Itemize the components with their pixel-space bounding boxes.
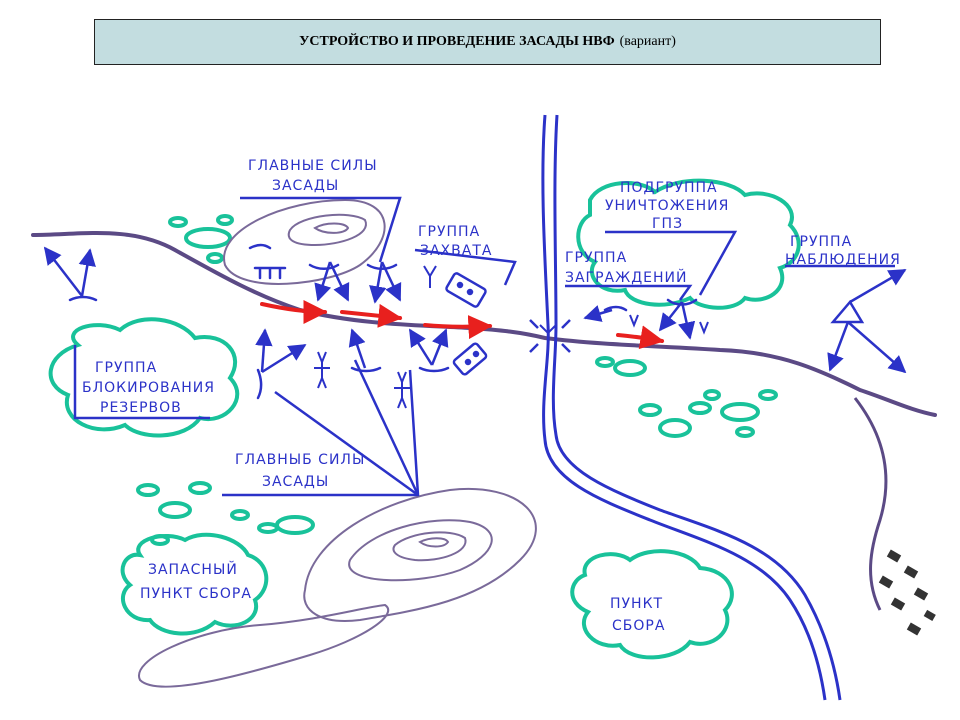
map-labels: ГЛАВНЫЕ СИЛЫ ЗАСАДЫ ГРУППА ЗАХВАТА ПОДГР… xyxy=(82,158,901,634)
village xyxy=(878,549,936,636)
label-rally-2: СБОРА xyxy=(612,618,665,634)
hill-top xyxy=(223,198,386,285)
label-main-forces-bottom-2: ЗАСАДЫ xyxy=(262,474,329,490)
forest-areas xyxy=(48,178,801,660)
label-capture-group-2: ЗАХВАТА xyxy=(420,243,492,259)
label-main-forces-bottom-1: ГЛАВНЫБ СИЛЫ xyxy=(235,452,365,468)
label-reserve-block-1: ГРУППА xyxy=(95,360,157,376)
label-destruction-subgroup-1: ПОДГРУППА xyxy=(620,180,718,196)
hill-bottom xyxy=(303,487,537,622)
label-spare-rally-2: ПУНКТ СБОРА xyxy=(140,586,252,602)
side-track xyxy=(853,397,888,611)
label-observation-group-2: НАБЛЮДЕНИЯ xyxy=(785,252,901,268)
attack-arrows xyxy=(260,299,665,350)
soldiers xyxy=(314,265,709,409)
hills xyxy=(138,198,537,688)
forest-reserve-block xyxy=(48,317,240,438)
forest-destruction xyxy=(576,178,801,310)
label-destruction-subgroup-2: УНИЧТОЖЕНИЯ xyxy=(605,198,729,214)
label-barrier-group-1: ГРУППА xyxy=(565,250,627,266)
road xyxy=(31,231,937,417)
label-main-forces-top-2: ЗАСАДЫ xyxy=(272,178,339,194)
title-tail: (вариант) xyxy=(619,34,676,49)
label-reserve-block-3: РЕЗЕРВОВ xyxy=(100,400,182,416)
label-spare-rally-1: ЗАПАСНЫЙ xyxy=(148,560,238,578)
direction-arrows xyxy=(43,246,907,374)
label-rally-1: ПУНКТ xyxy=(610,596,663,612)
hill-low xyxy=(138,603,389,688)
leader-lines xyxy=(73,196,895,497)
vehicles xyxy=(445,272,488,376)
label-main-forces-top-1: ГЛАВНЫЕ СИЛЫ xyxy=(248,158,378,174)
river xyxy=(541,114,842,701)
label-destruction-subgroup-3: ГПЗ xyxy=(652,216,683,232)
label-reserve-block-2: БЛОКИРОВАНИЯ xyxy=(82,380,215,396)
forest-rally xyxy=(570,549,734,660)
title-bold: УСТРОЙСТВО И ПРОВЕДЕНИЕ ЗАСАДЫ НВФ xyxy=(299,34,615,49)
forest-spare-rally xyxy=(120,532,269,636)
label-capture-group-1: ГРУППА xyxy=(418,224,480,240)
bridge xyxy=(529,319,571,353)
page-title: УСТРОЙСТВО И ПРОВЕДЕНИЕ ЗАСАДЫ НВФ (вари… xyxy=(94,19,881,65)
label-observation-group-1: ГРУППА xyxy=(790,234,852,250)
label-barrier-group-2: ЗАГРАЖДЕНИЙ xyxy=(565,268,687,286)
